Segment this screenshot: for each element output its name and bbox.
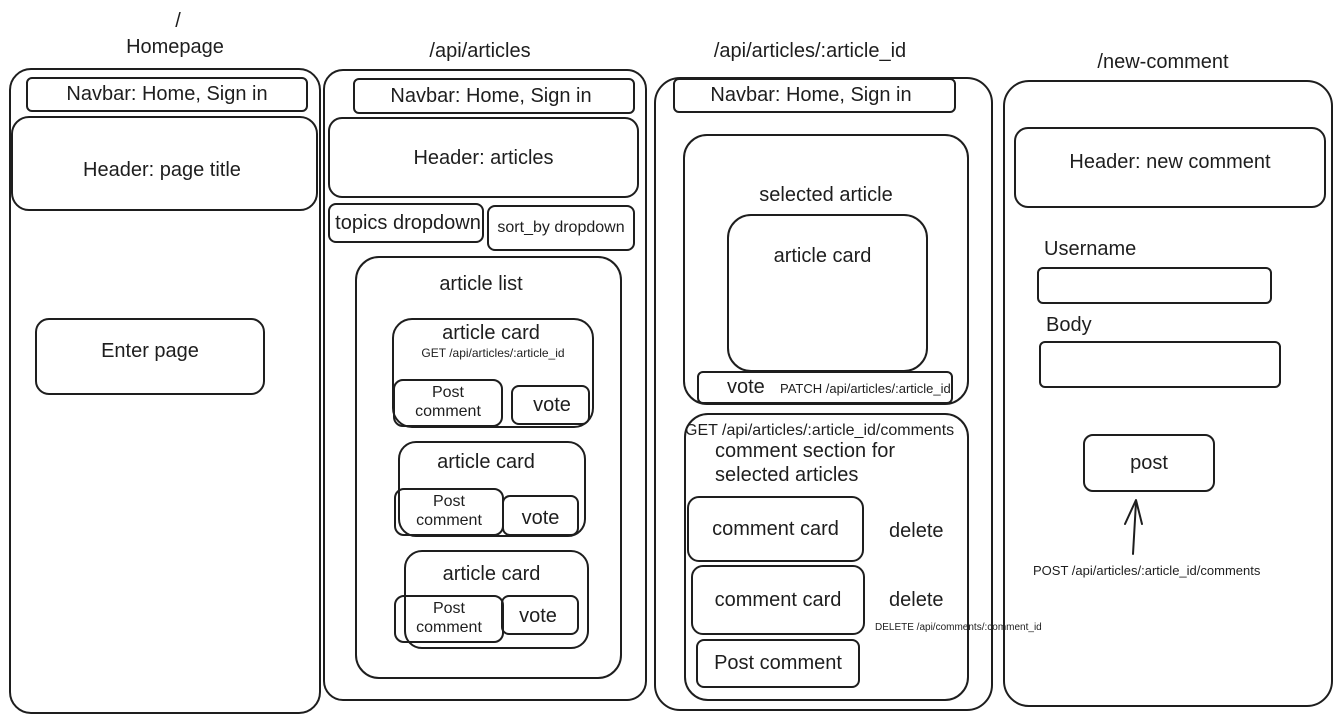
username-label: Username xyxy=(1044,238,1137,260)
article-card[interactable] xyxy=(404,550,589,649)
article-vote-label: vote xyxy=(727,376,765,398)
homepage-navbar-label: Navbar: Home, Sign in xyxy=(66,83,268,105)
delete-button[interactable]: delete xyxy=(889,589,944,611)
enter-page-button[interactable] xyxy=(35,318,265,395)
vote-button[interactable] xyxy=(501,595,579,635)
article-card-title: article card xyxy=(442,322,540,344)
comment-card-label: comment card xyxy=(714,589,842,611)
new-comment-frame xyxy=(1003,80,1333,707)
articles-frame xyxy=(323,69,647,701)
topics-dropdown-label: topics dropdown xyxy=(335,212,481,234)
article-card-title: article card xyxy=(437,451,535,473)
vote-label: vote xyxy=(521,507,560,529)
delete-endpoint: DELETE /api/comments/:comment_id xyxy=(875,622,1042,633)
comment-card xyxy=(691,565,865,635)
comment-section xyxy=(684,413,969,701)
article-route: /api/articles/:article_id xyxy=(713,40,907,62)
new-comment-header xyxy=(1014,127,1326,208)
article-navbar-label: Navbar: Home, Sign in xyxy=(710,84,912,106)
post-comment-button[interactable] xyxy=(393,379,503,427)
homepage-route: / xyxy=(175,10,181,32)
selected-article-section xyxy=(683,134,969,405)
body-label: Body xyxy=(1046,314,1092,336)
vote-endpoint: PATCH /api/articles/:article_id xyxy=(780,381,951,396)
post-comment-button[interactable] xyxy=(696,639,860,688)
post-comment-label: Post comment xyxy=(714,652,842,674)
vote-label: vote xyxy=(519,605,557,627)
articles-header xyxy=(328,117,639,198)
selected-article-label: selected article xyxy=(759,184,893,206)
sort-by-dropdown[interactable] xyxy=(487,205,635,251)
comment-card-label: comment card xyxy=(712,518,839,540)
article-card[interactable] xyxy=(392,318,594,428)
homepage-title: Homepage xyxy=(126,36,224,58)
body-input[interactable] xyxy=(1039,341,1281,388)
homepage-frame xyxy=(9,68,321,714)
homepage-header-label: Header: page title xyxy=(83,159,241,181)
new-comment-route: /new-comment xyxy=(1097,51,1229,73)
new-comment-header-label: Header: new comment xyxy=(1069,151,1271,173)
post-button[interactable] xyxy=(1083,434,1215,492)
article-list-label: article list xyxy=(439,273,523,295)
selected-article-card-label: article card xyxy=(773,245,872,267)
vote-button[interactable] xyxy=(502,495,579,536)
post-endpoint: POST /api/articles/:article_id/comments xyxy=(1033,563,1261,578)
article-card-endpoint: GET /api/articles/:article_id xyxy=(421,346,565,360)
comment-section-label: comment section for selected articles xyxy=(715,440,896,486)
enter-page-label: Enter page xyxy=(101,340,199,362)
article-card-title: article card xyxy=(442,563,541,585)
article-navbar[interactable] xyxy=(673,78,956,113)
post-comment-label: Post comment xyxy=(416,493,482,530)
post-button-label: post xyxy=(1130,452,1168,474)
vote-label: vote xyxy=(533,394,571,416)
comment-card xyxy=(687,496,864,562)
username-input[interactable] xyxy=(1037,267,1272,304)
vote-button[interactable] xyxy=(511,385,590,425)
delete-button[interactable]: delete xyxy=(889,520,944,542)
post-comment-button[interactable] xyxy=(394,595,504,643)
articles-navbar[interactable] xyxy=(353,78,635,114)
article-vote-bar[interactable] xyxy=(697,371,953,404)
articles-navbar-label: Navbar: Home, Sign in xyxy=(390,85,592,107)
post-comment-label: Post comment xyxy=(416,600,482,637)
post-comment-label: Post comment xyxy=(415,384,481,421)
articles-route: /api/articles xyxy=(429,40,531,62)
sort-by-dropdown-label: sort_by dropdown xyxy=(497,219,625,236)
homepage-header xyxy=(11,116,318,211)
comments-endpoint: GET /api/articles/:article_id/comments xyxy=(685,422,955,439)
topics-dropdown[interactable] xyxy=(328,203,484,243)
selected-article-card xyxy=(727,214,928,372)
homepage-navbar[interactable] xyxy=(26,77,308,112)
article-list xyxy=(355,256,622,679)
up-arrow-icon xyxy=(1124,499,1143,555)
articles-header-label: Header: articles xyxy=(413,147,554,169)
